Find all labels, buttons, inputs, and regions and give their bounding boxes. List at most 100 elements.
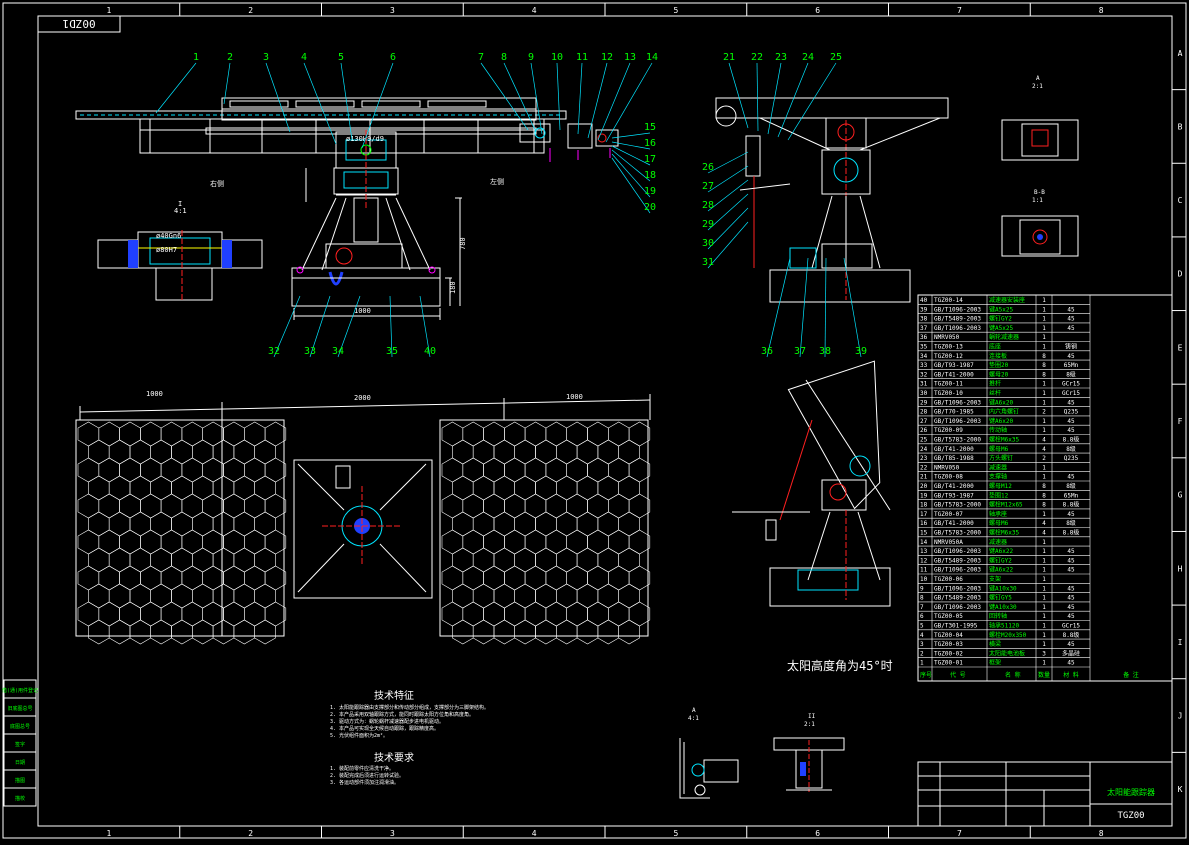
leader-line [611, 153, 651, 198]
solar-cell [504, 493, 526, 519]
solar-cell [108, 475, 131, 501]
solar-cell [88, 475, 110, 501]
bom-cell: 铸钢 [1065, 343, 1077, 351]
solar-cell [212, 475, 235, 501]
leader-line [309, 295, 331, 358]
zone-col-bottom: 2 [248, 829, 253, 838]
solar-cell [192, 619, 214, 645]
drawing-code-box: 00ZD1 [37, 15, 121, 33]
bom-cell: 8 [1042, 353, 1046, 360]
solar-cell [608, 565, 630, 591]
bom-cell: 45 [1067, 585, 1075, 592]
solar-cell [587, 565, 609, 591]
solar-cell [441, 421, 464, 447]
bom-cell: 轴承座 [989, 510, 1007, 518]
view-a [1001, 119, 1079, 161]
bom-frame [917, 294, 1173, 682]
leader-line [728, 62, 749, 129]
bom-cell: 8 [1042, 362, 1046, 369]
bom-cell: 1 [1042, 297, 1046, 304]
view-a-title: A [1036, 75, 1040, 82]
zone-row-right: F [1178, 417, 1183, 426]
solar-cell [223, 457, 245, 483]
solar-cell [545, 421, 567, 447]
leader-line [767, 62, 782, 135]
solar-cell [535, 583, 557, 609]
bom-cell: 36 [920, 334, 928, 341]
part-number-label: 3 [263, 52, 269, 63]
bom-cell: 45 [1067, 474, 1075, 481]
bom-cell: 内六角螺钉 [989, 408, 1019, 416]
solar-cell [171, 511, 193, 537]
stamp-label: 签字 [15, 741, 25, 748]
part-number-label: 12 [601, 52, 613, 63]
bom-header-cell: 材 料 [1063, 671, 1079, 679]
tech-feature-line: 3. 驱动方式为：蜗轮蜗杆减速器配步进电机驱动。 [330, 718, 444, 725]
solar-cell [119, 421, 141, 447]
solar-cell [223, 529, 245, 555]
solar-cell [545, 493, 567, 519]
solar-cell [628, 601, 651, 627]
bom-cell: 18 [920, 502, 928, 509]
solar-cell [618, 439, 640, 465]
solar-cell [628, 493, 651, 519]
solar-cell [212, 583, 235, 609]
solar-cell [493, 583, 515, 609]
solar-cell [181, 529, 203, 555]
bom-cell: TGZ00-09 [934, 427, 963, 434]
bom-cell: 3 [1042, 650, 1046, 657]
solar-cell [181, 601, 203, 627]
zone-row-right: E [1178, 343, 1183, 352]
solar-cell [576, 511, 599, 537]
stamp-label: 底图总号 [10, 723, 30, 730]
title-block-code: TGZ00 [1117, 811, 1144, 821]
bom-cell: 35 [920, 344, 928, 351]
solar-cell [108, 547, 131, 573]
bom-cell: 框架 [989, 659, 1001, 667]
solar-cell [140, 421, 162, 447]
bom-cell: TGZ00-11 [934, 381, 963, 388]
part-number-label: 7 [478, 52, 484, 63]
leader-line [556, 62, 561, 131]
solar-cell [587, 493, 609, 519]
solar-cell [192, 511, 214, 537]
bom-cell: 螺栓M6x35 [989, 529, 1019, 537]
bom-cell: TGZ00-07 [934, 511, 963, 518]
stamp-label: 描图 [15, 777, 25, 784]
bom-cell: 24 [920, 446, 928, 453]
bom-cell: 21 [920, 474, 928, 481]
solar-cell [160, 565, 183, 591]
solar-cell [264, 565, 287, 591]
solar-cell [597, 583, 619, 609]
detail-i [97, 230, 263, 301]
leader-line [503, 62, 537, 133]
bom-cell: 14 [920, 539, 928, 546]
bom-cell: 键A5x25 [989, 324, 1013, 332]
solar-cell [233, 511, 255, 537]
bom-cell: 螺栓M20x350 [989, 631, 1027, 639]
part-number-label: 18 [644, 170, 656, 181]
solar-cell [452, 583, 474, 609]
solar-cell [545, 529, 567, 555]
solar-cell [160, 601, 183, 627]
part-number-label: 21 [723, 52, 735, 63]
solar-cell [545, 457, 567, 483]
zone-col-bottom: 8 [1099, 829, 1104, 838]
solar-cell [77, 529, 100, 555]
leader-line [707, 221, 749, 269]
bom-cell: 45 [1067, 511, 1075, 518]
bom-cell: 8.8级 [1063, 436, 1080, 444]
bom-cell: 9 [920, 585, 924, 592]
solar-cell [535, 547, 557, 573]
solar-cell [140, 493, 162, 519]
part-number-label: 40 [424, 346, 436, 357]
solar-cell [493, 475, 515, 501]
bom-cell: 轴承51120 [989, 622, 1019, 630]
zone-col-top: 7 [957, 6, 962, 15]
zone-col-top: 8 [1099, 6, 1104, 15]
drawing-code-text: 00ZD1 [62, 17, 95, 30]
bom-cell: 45 [1067, 641, 1075, 648]
solar-cell [514, 583, 536, 609]
tech-requirement-line: 2. 装配完成后须进行运转试验。 [330, 772, 404, 779]
